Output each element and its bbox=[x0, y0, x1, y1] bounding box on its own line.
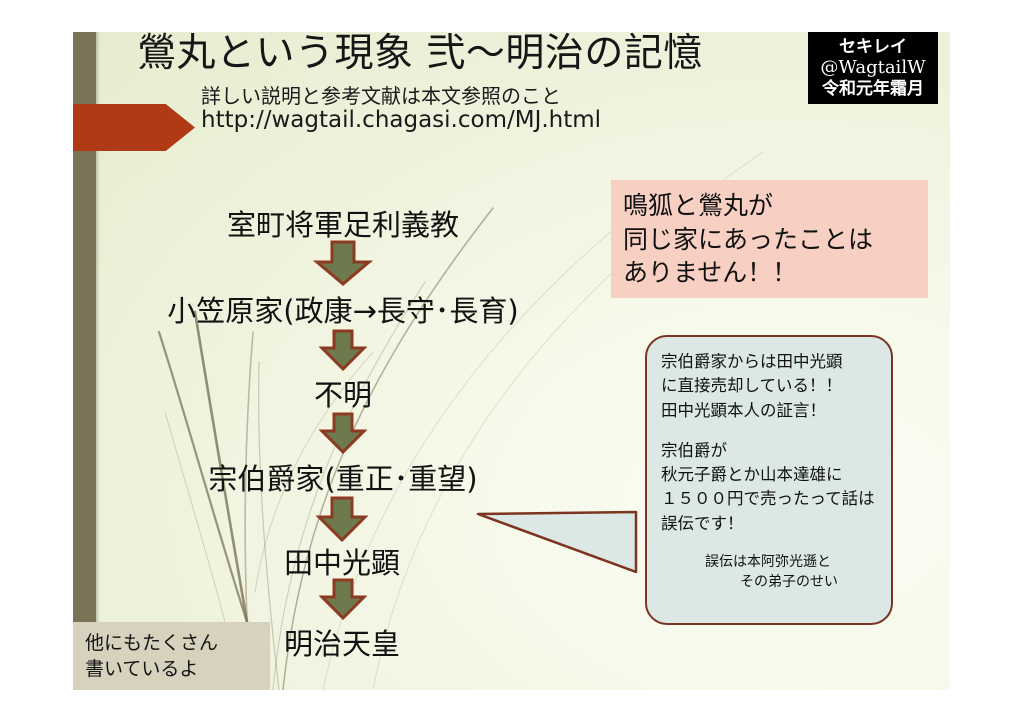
down-arrow-icon bbox=[319, 329, 367, 371]
bubble-spacer-2 bbox=[661, 536, 891, 552]
down-arrow-icon bbox=[319, 578, 367, 620]
flow-step-4: 田中光顕 bbox=[283, 546, 400, 580]
left-accent-bar bbox=[73, 32, 96, 690]
badge-line-1: セキレイ bbox=[839, 37, 907, 58]
badge-line-3: 令和元年霜月 bbox=[822, 78, 924, 99]
bubble-line-5: 秋元子爵とか山本達雄に bbox=[661, 465, 843, 484]
bubble-line-7: 誤伝です！ bbox=[661, 513, 744, 533]
explanation-speech-bubble: 宗伯爵家からは田中光顕 に直接売却している！！ 田中光顕本人の証言！ 宗伯爵が … bbox=[476, 332, 950, 662]
down-arrow-icon bbox=[313, 240, 373, 286]
pink-callout-line-2: 同じ家にあったことは bbox=[623, 224, 874, 254]
pink-callout-box: 鳴狐と鶯丸が 同じ家にあったことは ありません！！ bbox=[611, 180, 928, 298]
red-banner-arrow bbox=[73, 104, 195, 151]
page-title: 鶯丸という現象 弐〜明治の記憶 bbox=[137, 32, 703, 76]
note-line-1: 他にもたくさん bbox=[85, 632, 219, 654]
pink-callout-line-3: ありません！！ bbox=[623, 258, 798, 287]
badge-line-2: @WagtailW bbox=[820, 57, 926, 79]
bubble-line-3: 田中光顕本人の証言！ bbox=[661, 400, 826, 420]
down-arrow-icon bbox=[319, 412, 367, 454]
bubble-spacer bbox=[661, 423, 891, 439]
page-subtitle: 詳しい説明と参考文献は本文参照のこと bbox=[201, 84, 561, 108]
down-arrow-icon bbox=[316, 496, 368, 542]
speech-bubble-body: 宗伯爵家からは田中光顕 に直接売却している！！ 田中光顕本人の証言！ 宗伯爵が … bbox=[645, 335, 893, 625]
bubble-line-4: 宗伯爵が bbox=[661, 440, 727, 460]
bubble-line-6: １５００円で売ったって話は bbox=[661, 489, 875, 509]
bubble-line-1: 宗伯爵家からは田中光顕 bbox=[661, 352, 843, 371]
author-badge: セキレイ @WagtailW 令和元年霜月 bbox=[808, 32, 938, 104]
flow-step-3: 宗伯爵家(重正･重望) bbox=[208, 462, 478, 496]
slide-canvas: 鶯丸という現象 弐〜明治の記憶 詳しい説明と参考文献は本文参照のこと http:… bbox=[73, 32, 950, 690]
pink-callout-line-1: 鳴狐と鶯丸が bbox=[623, 191, 774, 220]
lineage-flowchart: 室町将軍足利義教 小笠原家(政康→長守･長育) 不明 宗伯爵家(重正･重望) 田… bbox=[73, 32, 950, 690]
bubble-footnote-2: その弟子のせい bbox=[740, 574, 838, 591]
flow-step-0: 室町将軍足利義教 bbox=[226, 208, 459, 242]
flow-step-1: 小笠原家(政康→長守･長育) bbox=[167, 294, 519, 328]
flow-step-2: 不明 bbox=[313, 378, 372, 412]
bottom-note-box: 他にもたくさん 書いているよ bbox=[73, 622, 270, 690]
bubble-footnote-1: 誤伝は本阿弥光遜と bbox=[705, 553, 831, 570]
source-url[interactable]: http://wagtail.chagasi.com/MJ.html bbox=[201, 107, 602, 133]
flow-step-5: 明治天皇 bbox=[283, 627, 400, 661]
left-accent-bar-shadow bbox=[96, 32, 100, 690]
note-line-2: 書いているよ bbox=[85, 658, 199, 681]
bubble-line-2: に直接売却している！！ bbox=[661, 376, 843, 396]
